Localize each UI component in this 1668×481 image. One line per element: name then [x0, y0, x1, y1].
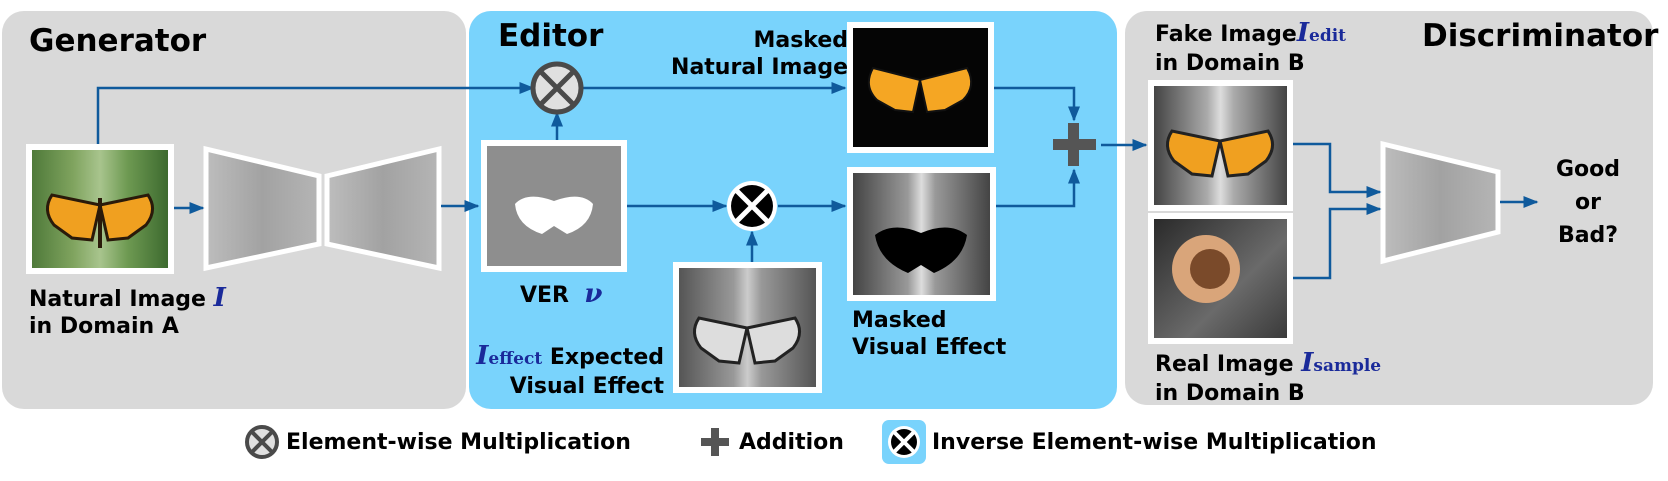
masked-visual-effect-image — [847, 167, 996, 301]
expected-visual-effect-image — [673, 262, 822, 393]
legend-label: Element-wise Multiplication — [286, 429, 631, 455]
butterfly-edited-icon — [1166, 129, 1274, 178]
butterfly-hole-icon — [875, 227, 967, 273]
natural-image-label: Natural Image I in Domain A — [29, 283, 226, 340]
ver-image — [481, 140, 627, 272]
masked-natural-image — [847, 22, 994, 153]
editor-title: Editor — [498, 18, 604, 54]
real-image-label: Real Image Isample in Domain B — [1155, 348, 1382, 407]
butterfly-color-icon — [46, 193, 154, 248]
element-wise-multiplication-icon — [245, 425, 279, 459]
legend-item-addition: Addition — [697, 424, 844, 460]
real-image-b — [1148, 213, 1293, 344]
butterfly-masked-icon — [867, 66, 973, 114]
flower-icon — [1172, 235, 1240, 303]
ver-label: VER ν — [520, 279, 603, 309]
legend-item-multiplication: Element-wise Multiplication — [244, 424, 631, 460]
natural-image-a — [26, 144, 174, 274]
fake-image-b — [1148, 80, 1293, 211]
generator-title: Generator — [29, 23, 207, 59]
inverse-element-wise-multiplication-icon — [882, 420, 926, 464]
legend-item-inverse-multiplication: Inverse Element-wise Multiplication — [882, 420, 1377, 464]
fake-image-label: Fake ImageIedit in Domain B — [1155, 18, 1347, 77]
ver-map-icon — [515, 196, 593, 234]
expected-visual-effect-label: Ieffect Expected Visual Effect — [476, 341, 664, 400]
legend-label: Inverse Element-wise Multiplication — [932, 429, 1377, 455]
legend-label: Addition — [739, 429, 844, 455]
butterfly-gray-icon — [693, 316, 801, 365]
discriminator-title: Discriminator — [1422, 18, 1659, 54]
addition-icon — [701, 428, 729, 456]
